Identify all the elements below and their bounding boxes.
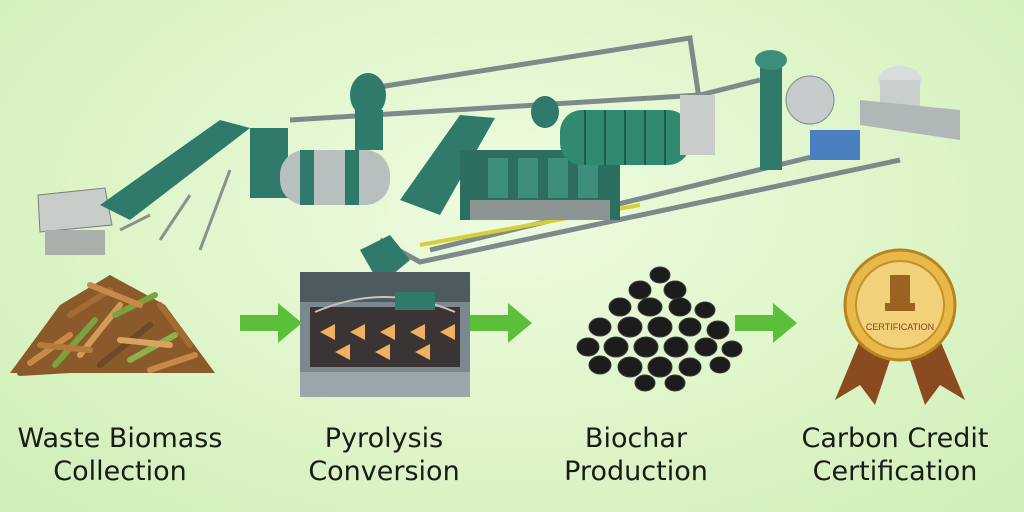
arrow-right-icon bbox=[240, 303, 302, 343]
conveyor-2 bbox=[400, 115, 495, 215]
stage-label-biomass: Waste Biomass Collection bbox=[10, 422, 230, 488]
medal-text: CERTIFICATION bbox=[866, 322, 934, 332]
stage-label-line: Biochar bbox=[584, 423, 688, 454]
cyclone-1 bbox=[350, 73, 386, 117]
control-panel bbox=[810, 130, 860, 160]
certification-medal-icon: CERTIFICATION bbox=[835, 248, 965, 405]
stage-label-line: Production bbox=[564, 456, 708, 487]
rotary-dryer-drum bbox=[280, 150, 390, 205]
conveyor-1 bbox=[100, 120, 250, 220]
char-outlet bbox=[360, 235, 410, 285]
stage-label-biochar: Biochar Production bbox=[526, 422, 746, 488]
stage-label-line: Pyrolysis bbox=[324, 423, 444, 454]
arrow-right-icon bbox=[735, 303, 797, 343]
stage-label-line: Conversion bbox=[308, 456, 460, 487]
exhaust-stack bbox=[760, 60, 782, 170]
rotary-kiln bbox=[560, 95, 715, 165]
stage-label-line: Certification bbox=[812, 456, 978, 487]
stage-label-line: Carbon Credit bbox=[801, 423, 989, 454]
overhead-pipe bbox=[359, 35, 703, 106]
output-conveyor bbox=[860, 100, 960, 140]
wood-chips-icon bbox=[10, 275, 215, 376]
stage-label-certification: Carbon Credit Certification bbox=[785, 422, 1005, 488]
arrow-right-icon bbox=[470, 303, 532, 343]
biochar-pile-icon bbox=[576, 266, 743, 392]
pyrolysis-reactor-icon bbox=[300, 272, 470, 397]
stage-label-line: Collection bbox=[53, 456, 187, 487]
pyrolysis-plant-illustration bbox=[37, 35, 960, 285]
stage-label-line: Waste Biomass bbox=[17, 423, 223, 454]
stage-label-pyrolysis: Pyrolysis Conversion bbox=[274, 422, 494, 488]
feed-hopper bbox=[37, 187, 113, 255]
cooling-unit bbox=[785, 75, 835, 125]
